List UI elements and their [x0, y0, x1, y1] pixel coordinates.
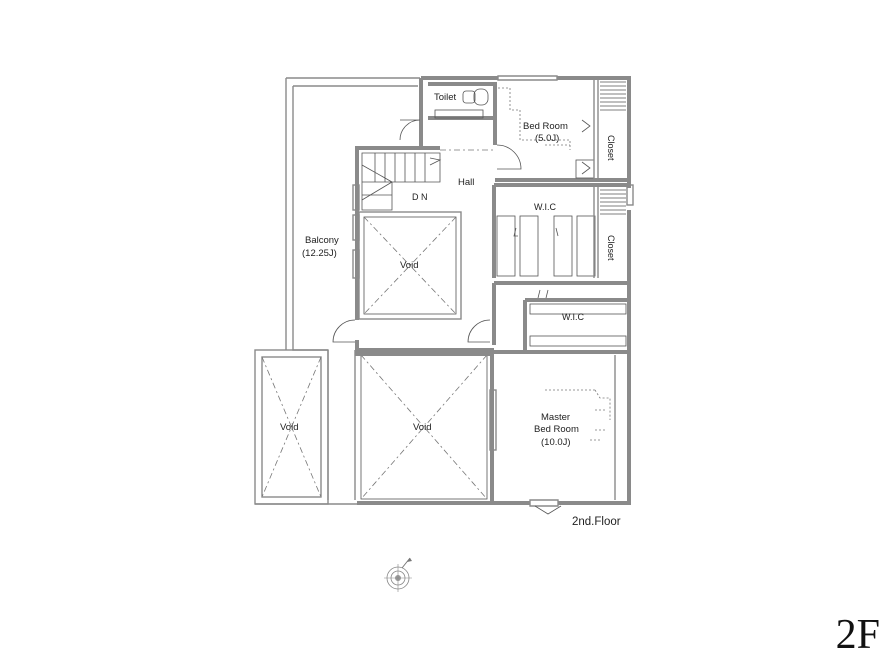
wic-top-label: W.I.C [534, 202, 556, 212]
bedroom-small [493, 87, 629, 182]
toilet-label: Toilet [434, 92, 457, 103]
stairs [357, 146, 442, 211]
master-size: (10.0J) [541, 437, 571, 448]
compass-icon [384, 557, 412, 592]
master-bedroom [494, 350, 629, 515]
closet-mid-label: Closet [606, 235, 616, 261]
dn-label: D N [412, 192, 428, 202]
void-left-label: Void [280, 422, 299, 433]
bedroom-size: (5.0J) [535, 133, 559, 144]
toilet-door [399, 119, 421, 141]
void-bottom-label: Void [413, 422, 432, 433]
balcony [285, 77, 420, 500]
bedroom-name: Bed Room [523, 121, 568, 132]
wic-mid-label: W.I.C [562, 312, 584, 322]
doors [332, 319, 491, 343]
closet-top [581, 80, 626, 180]
closet-top-label: Closet [606, 135, 616, 161]
master-line2: Bed Room [534, 424, 579, 435]
floor-label: 2nd.Floor [572, 516, 621, 528]
windows [352, 184, 634, 451]
master-line1: Master [541, 412, 570, 423]
void-center-label: Void [400, 260, 419, 271]
bedroom-door [496, 144, 522, 170]
balcony-size: (12.25J) [302, 248, 337, 259]
balcony-name: Balcony [305, 235, 339, 246]
hall-label: Hall [458, 177, 474, 188]
floor-tag: 2F [835, 612, 880, 658]
wic-top [492, 183, 629, 285]
toilet-room [428, 82, 497, 120]
